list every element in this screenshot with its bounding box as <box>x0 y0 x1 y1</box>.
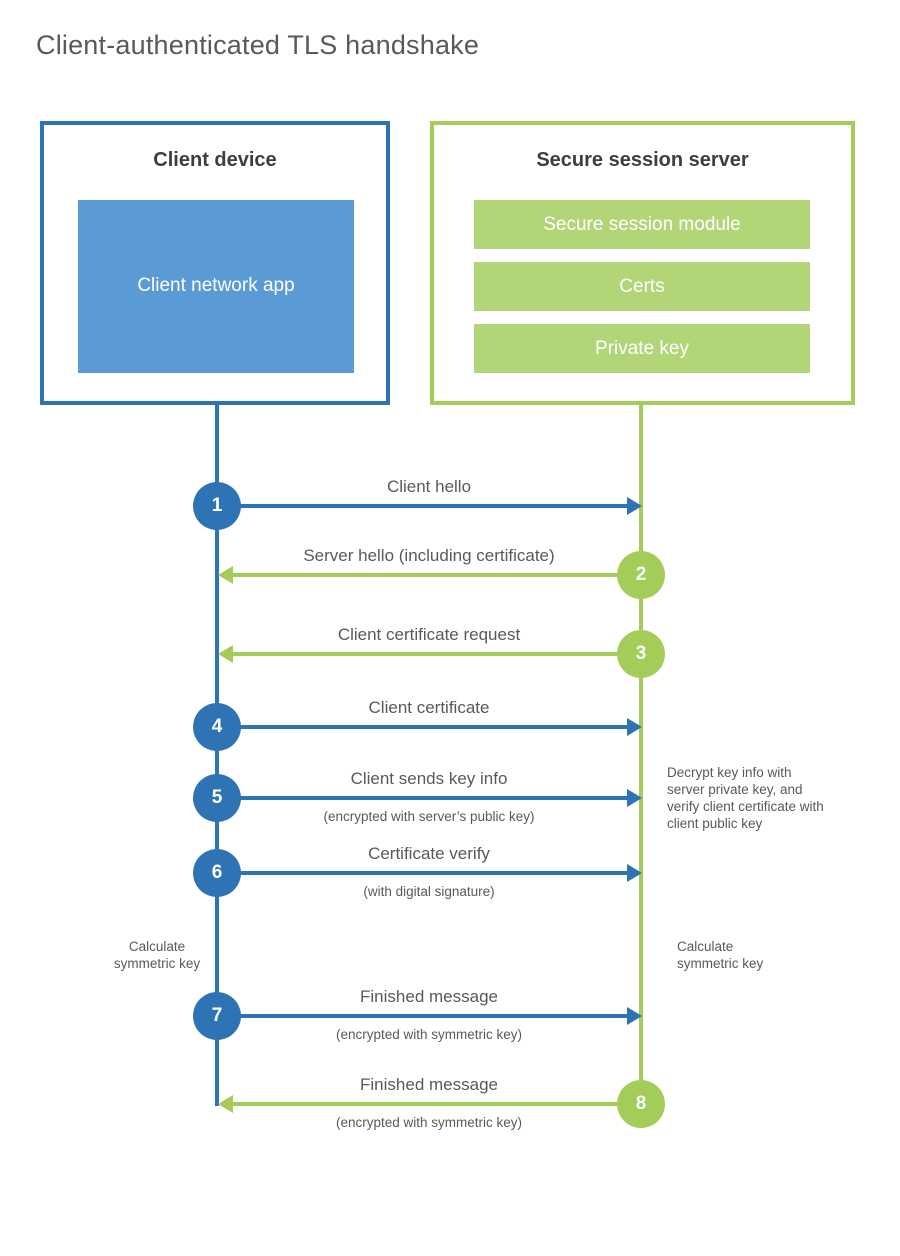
message-label: Finished message <box>360 1075 498 1094</box>
note-calculate-symmetric-key-client: Calculate symmetric key <box>113 939 201 971</box>
arrow-right-icon <box>627 789 642 807</box>
step-number-badge: 3 <box>617 630 665 678</box>
secure-session-module-box: Secure session module <box>474 200 810 249</box>
note-decrypt-key-info: Decrypt key info with server private key… <box>667 765 824 831</box>
arrow-left-icon <box>218 566 233 584</box>
server-lifeline <box>639 405 643 1128</box>
message-sublabel: (encrypted with symmetric key) <box>335 1115 523 1130</box>
message-sublabel: (with digital signature) <box>363 884 495 899</box>
arrow-shaft <box>217 1014 628 1018</box>
arrow-right-icon <box>627 497 642 515</box>
step-number-badge: 5 <box>193 774 241 822</box>
certs-box: Certs <box>474 262 810 311</box>
arrow-shaft <box>230 573 641 577</box>
message-sublabel: (encrypted with server’s public key) <box>323 809 535 824</box>
client-device-box: Client device Client network app <box>40 121 390 405</box>
arrow-shaft <box>217 504 628 508</box>
arrow-shaft <box>217 796 628 800</box>
arrow-right-icon <box>627 718 642 736</box>
client-network-app-box: Client network app <box>78 200 354 373</box>
step-number-badge: 6 <box>193 849 241 897</box>
arrow-right-icon <box>627 864 642 882</box>
message-label: Client sends key info <box>350 769 508 788</box>
message-label: Server hello (including certificate) <box>303 546 555 565</box>
step-number-badge: 8 <box>617 1080 665 1128</box>
message-label: Finished message <box>360 987 498 1006</box>
note-calculate-symmetric-key-server: Calculate symmetric key <box>677 939 764 971</box>
message-label: Client certificate <box>368 698 490 717</box>
client-device-title: Client device <box>153 149 277 171</box>
page-title: Client-authenticated TLS handshake <box>36 30 480 60</box>
arrow-shaft <box>230 1102 641 1106</box>
message-label: Client hello <box>386 477 472 496</box>
message-label: Certificate verify <box>368 844 490 863</box>
secure-session-server-box: Secure session server Secure session mod… <box>430 121 855 405</box>
message-sublabel: (encrypted with symmetric key) <box>335 1027 523 1042</box>
arrow-right-icon <box>627 1007 642 1025</box>
client-lifeline <box>215 405 219 1106</box>
private-key-box: Private key <box>474 324 810 373</box>
arrow-left-icon <box>218 645 233 663</box>
arrow-shaft <box>230 652 641 656</box>
arrow-shaft <box>217 725 628 729</box>
arrow-shaft <box>217 871 628 875</box>
arrow-left-icon <box>218 1095 233 1113</box>
message-label: Client certificate request <box>337 625 521 644</box>
step-number-badge: 4 <box>193 703 241 751</box>
step-number-badge: 1 <box>193 482 241 530</box>
secure-session-server-title: Secure session server <box>536 149 749 171</box>
step-number-badge: 2 <box>617 551 665 599</box>
step-number-badge: 7 <box>193 992 241 1040</box>
